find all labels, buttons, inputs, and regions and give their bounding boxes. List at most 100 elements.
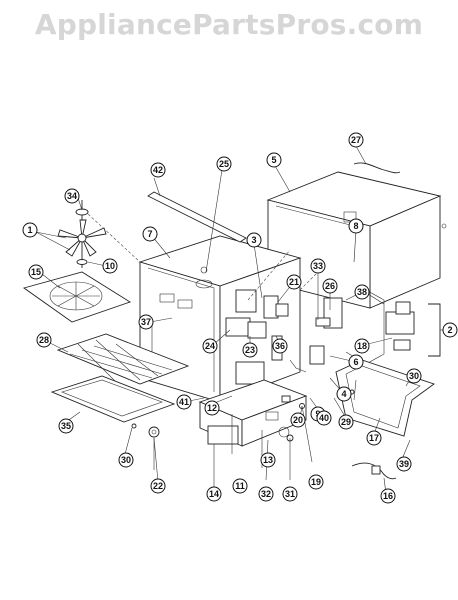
heater-element-drawing bbox=[353, 162, 401, 174]
part-label-text: 31 bbox=[285, 489, 295, 499]
part-label-bubble bbox=[282, 486, 298, 502]
part-label-bubble bbox=[308, 474, 324, 490]
part-label-8: 8 bbox=[348, 218, 364, 234]
part-label-bubble bbox=[176, 394, 192, 410]
part-label-text: 37 bbox=[141, 317, 151, 327]
part-label-text: 21 bbox=[289, 277, 299, 287]
part-label-text: 25 bbox=[219, 159, 229, 169]
part-label-21: 21 bbox=[286, 274, 302, 290]
part-label-text: 16 bbox=[383, 491, 393, 501]
part-label-text: 22 bbox=[153, 481, 163, 491]
part-label-text: 4 bbox=[341, 389, 346, 399]
part-label-text: 28 bbox=[39, 335, 49, 345]
part-label-bubble bbox=[406, 368, 422, 384]
part-label-20: 20 bbox=[290, 412, 306, 428]
part-label-text: 15 bbox=[31, 267, 41, 277]
part-label-19: 19 bbox=[308, 474, 324, 490]
part-label-bubble bbox=[150, 162, 166, 178]
part-label-30: 30 bbox=[118, 452, 134, 468]
part-label-text: 26 bbox=[325, 281, 335, 291]
part-label-text: 27 bbox=[351, 135, 361, 145]
part-label-text: 3 bbox=[251, 235, 256, 245]
part-labels: 1234567891011121314151617181920212223242… bbox=[22, 132, 458, 504]
part-label-bubble bbox=[232, 478, 248, 494]
part-label-text: 11 bbox=[235, 481, 245, 491]
part-label-bubble bbox=[348, 218, 364, 234]
part-label-42: 42 bbox=[150, 162, 166, 178]
part-label-bubble bbox=[338, 414, 354, 430]
part-label-bubble bbox=[28, 264, 44, 280]
part-label-31: 31 bbox=[282, 486, 298, 502]
part-label-2: 2 bbox=[442, 322, 458, 338]
part-label-bubble bbox=[206, 486, 222, 502]
part-label-30: 30 bbox=[406, 368, 422, 384]
part-label-text: 1 bbox=[27, 225, 32, 235]
part-label-bubble bbox=[348, 132, 364, 148]
part-label-40: 40 bbox=[316, 410, 332, 426]
part-label-bubble bbox=[22, 222, 38, 238]
oven-rack-drawing bbox=[56, 333, 190, 387]
part-label-26: 26 bbox=[322, 278, 338, 294]
part-label-bubble bbox=[150, 478, 166, 494]
part-label-23: 23 bbox=[242, 342, 258, 358]
part-label-text: 18 bbox=[357, 341, 367, 351]
part-label-14: 14 bbox=[206, 486, 222, 502]
part-label-bubble bbox=[272, 338, 288, 354]
part-label-text: 35 bbox=[61, 421, 71, 431]
watermark-text: AppliancePartsPros.com bbox=[34, 8, 424, 41]
part-label-3: 3 bbox=[246, 232, 262, 248]
part-label-text: 23 bbox=[245, 345, 255, 355]
part-label-text: 10 bbox=[105, 261, 115, 271]
part-label-bubble bbox=[396, 456, 412, 472]
part-label-bubble bbox=[336, 386, 352, 402]
part-label-bubble bbox=[258, 486, 274, 502]
part-label-10: 10 bbox=[102, 258, 118, 274]
part-label-bubble bbox=[310, 258, 326, 274]
part-label-1: 1 bbox=[22, 222, 38, 238]
part-label-27: 27 bbox=[348, 132, 364, 148]
part-label-4: 4 bbox=[336, 386, 352, 402]
part-label-text: 32 bbox=[261, 489, 271, 499]
part-label-text: 38 bbox=[357, 287, 367, 297]
oven-cavity-drawing bbox=[138, 235, 302, 403]
part-label-bubble bbox=[354, 284, 370, 300]
part-label-35: 35 bbox=[58, 418, 74, 434]
part-label-13: 13 bbox=[260, 452, 276, 468]
part-label-24: 24 bbox=[202, 338, 218, 354]
part-label-41: 41 bbox=[176, 394, 192, 410]
part-label-7: 7 bbox=[142, 226, 158, 242]
part-label-text: 36 bbox=[275, 341, 285, 351]
part-label-bubble bbox=[64, 188, 80, 204]
part-label-bubble bbox=[286, 274, 302, 290]
part-label-bubble bbox=[266, 152, 282, 168]
part-label-bubble bbox=[36, 332, 52, 348]
part-label-12: 12 bbox=[204, 400, 220, 416]
power-cord-drawing bbox=[351, 462, 397, 480]
part-label-34: 34 bbox=[64, 188, 80, 204]
part-label-bubble bbox=[216, 156, 232, 172]
part-label-22: 22 bbox=[150, 478, 166, 494]
part-label-bubble bbox=[138, 314, 154, 330]
part-label-bubble bbox=[442, 322, 458, 338]
part-label-text: 12 bbox=[207, 403, 217, 413]
part-label-text: 2 bbox=[447, 325, 452, 335]
part-label-bubble bbox=[246, 232, 262, 248]
part-label-28: 28 bbox=[36, 332, 52, 348]
part-label-text: 42 bbox=[153, 165, 163, 175]
part-label-text: 34 bbox=[67, 191, 77, 201]
top-rail-drawing bbox=[147, 191, 247, 243]
part-label-text: 30 bbox=[121, 455, 131, 465]
tray-drawing bbox=[50, 375, 176, 423]
fan-cover-drawing bbox=[22, 271, 132, 323]
part-label-17: 17 bbox=[366, 430, 382, 446]
part-label-text: 5 bbox=[271, 155, 276, 165]
base-tray-drawing bbox=[198, 379, 308, 468]
part-label-16: 16 bbox=[380, 488, 396, 504]
part-label-bubble bbox=[290, 412, 306, 428]
part-label-bubble bbox=[348, 354, 364, 370]
part-label-15: 15 bbox=[28, 264, 44, 280]
part-label-bubble bbox=[242, 342, 258, 358]
fan-assembly-drawing bbox=[57, 200, 141, 268]
part-label-33: 33 bbox=[310, 258, 326, 274]
